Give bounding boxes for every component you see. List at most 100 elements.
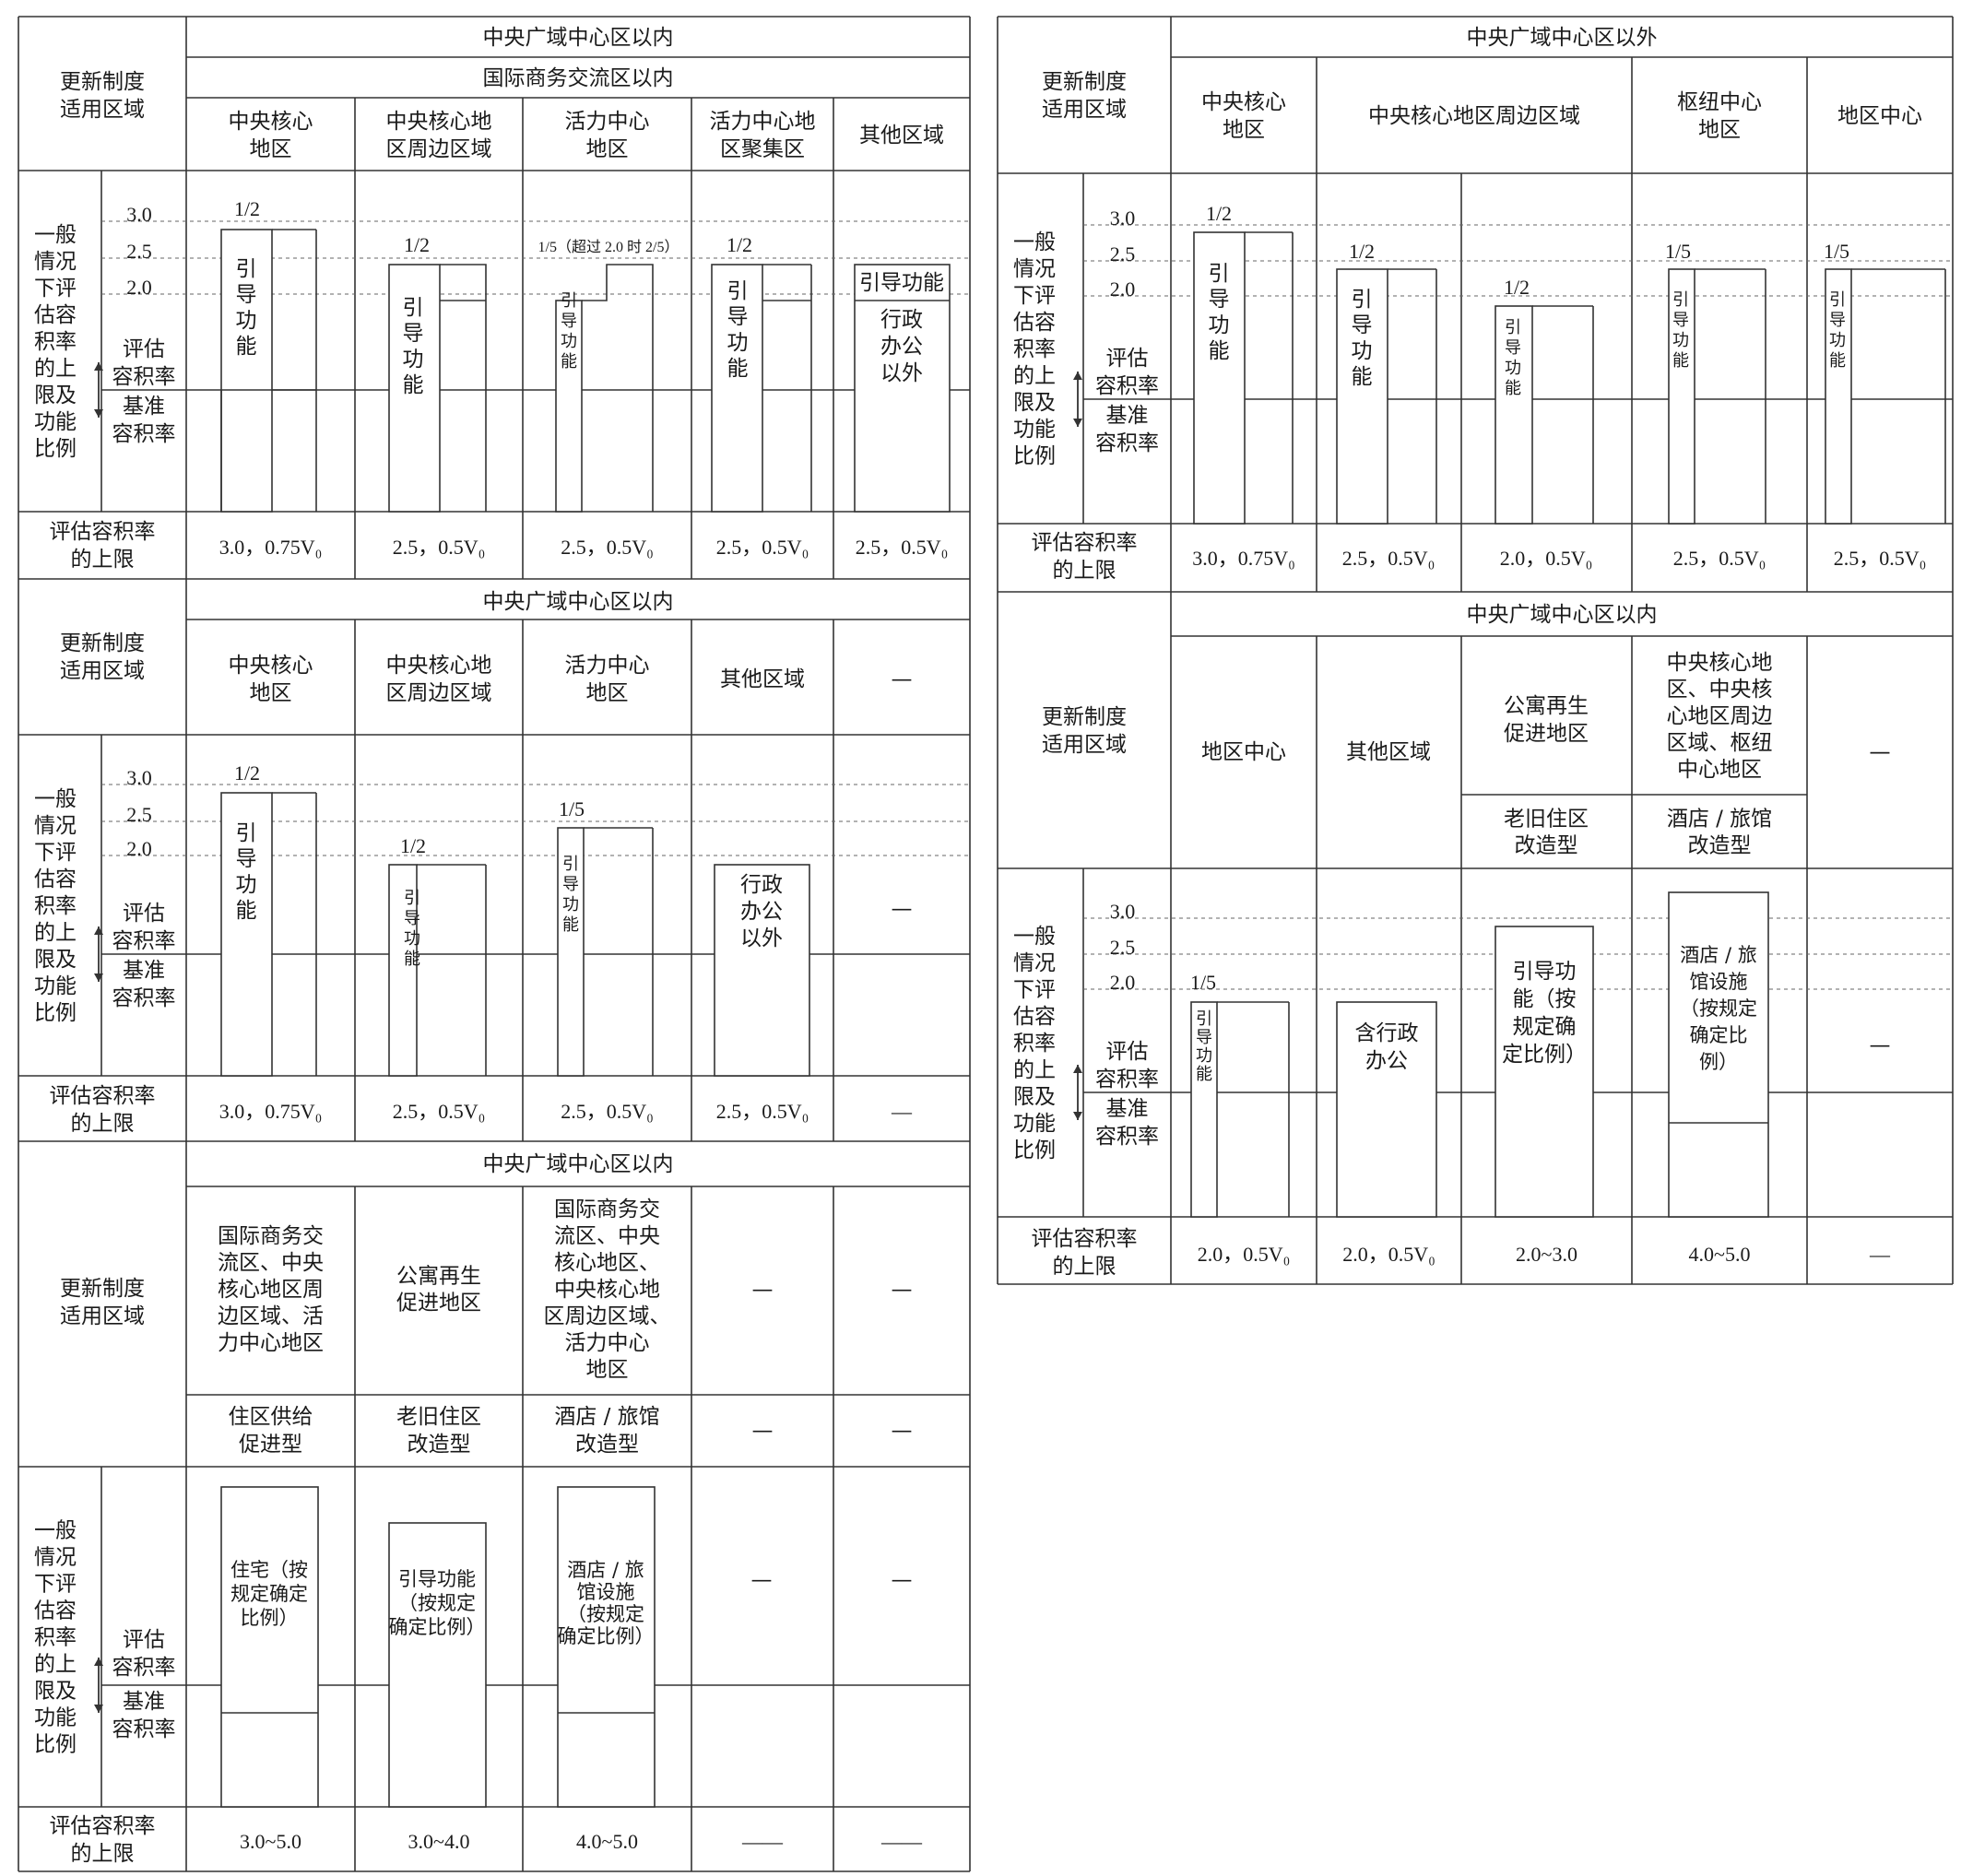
- limit-label: 评估容积率的上限: [50, 1814, 156, 1866]
- limit-value: 2.5，0.5V₀: [393, 1100, 486, 1123]
- ratio-label: 1/2: [400, 834, 426, 857]
- tick-label: 2.0: [1110, 277, 1136, 301]
- column-header: 公寓再生促进地区: [1504, 694, 1589, 746]
- arrow-head-icon: [1073, 419, 1082, 427]
- base-far-label: 基准容积率: [112, 395, 176, 446]
- function-bar: [1190, 1001, 1218, 1218]
- arrow-head-icon: [1073, 1112, 1082, 1120]
- column-header: 中央核心地区: [1201, 90, 1286, 142]
- column-header: —: [892, 667, 913, 691]
- bar-label: 引导功能: [1196, 1009, 1212, 1084]
- arrow-head-icon: [94, 1705, 103, 1713]
- function-bar: [711, 264, 763, 513]
- arrow-head-icon: [1073, 372, 1082, 380]
- limit-value: 2.5，0.5V₀: [716, 536, 809, 559]
- panel-header: 中央广域中心区以内: [483, 1152, 674, 1176]
- ratio-label: 1/5: [1665, 240, 1691, 263]
- grid-lines: [18, 16, 1954, 1872]
- type-header: 住区供给促进型: [229, 1405, 313, 1457]
- column-header: 中央核心地区周边区域: [386, 110, 492, 161]
- arrow-head-icon: [94, 1658, 103, 1666]
- bar-label: 引导功能: [562, 855, 579, 935]
- ratio-label: 1/5: [1824, 240, 1849, 263]
- function-bar: [1668, 268, 1695, 525]
- tick-label: 2.5: [1110, 242, 1136, 265]
- tick-label: 2.0: [126, 837, 152, 860]
- tick-label: 2.5: [1110, 936, 1136, 959]
- dash: —: [1870, 1033, 1891, 1057]
- limit-value: 2.5，0.5V₀: [1834, 547, 1927, 570]
- ratio-label: 1/2: [404, 233, 430, 256]
- limit-value: 3.0，0.75V₀: [219, 1100, 323, 1123]
- column-header: 中央核心地区: [229, 654, 313, 705]
- limit-value: 2.5，0.5V₀: [393, 536, 486, 559]
- limit-value: 2.5，0.5V₀: [561, 536, 654, 559]
- vertical-label: 一般情况下评估容积率的上限及功能比例: [1013, 230, 1056, 468]
- column-header: 活力中心地区聚集区: [710, 110, 816, 161]
- limit-value: 2.0，0.5V₀: [1342, 1243, 1435, 1266]
- ratio-label: 1/2: [1206, 202, 1232, 225]
- bar-label: 引导功能: [403, 296, 424, 397]
- dash: —: [892, 897, 913, 921]
- vertical-label: 一般情况下评估容积率的上限及功能比例: [34, 223, 77, 461]
- panel-header: 中央广域中心区以内: [1467, 603, 1658, 627]
- function-bar: [1825, 268, 1852, 525]
- type-header: 老旧住区改造型: [396, 1405, 481, 1457]
- row-header: 更新制度适用区域: [60, 70, 145, 122]
- column-header: 活力中心地区: [565, 654, 650, 705]
- column-header: 地区中心: [1201, 740, 1286, 764]
- bar-label: 引导功能: [859, 271, 944, 295]
- base-far-label: 基准容积率: [112, 959, 176, 1010]
- type-header: —: [892, 1419, 913, 1443]
- function-bar: [1336, 268, 1388, 525]
- function-bar: [557, 1486, 656, 1808]
- vertical-label: 一般情况下评估容积率的上限及功能比例: [34, 1519, 77, 1757]
- function-bar: [388, 864, 418, 1077]
- limit-label: 评估容积率的上限: [1032, 1227, 1138, 1279]
- base-far-label: 基准容积率: [1095, 404, 1159, 455]
- bar-label: 含行政办公: [1355, 1021, 1419, 1073]
- column-header: —: [892, 1278, 913, 1302]
- bar-label: 引导功能: [1209, 262, 1230, 363]
- ratio-label: 1/5（超过 2.0 时 2/5）: [538, 239, 679, 255]
- bar-label: 引导功能: [404, 889, 420, 969]
- type-header: 老旧住区改造型: [1504, 808, 1589, 858]
- column-header: 其他区域: [1346, 740, 1431, 764]
- arrow-head-icon: [94, 926, 103, 935]
- type-header: 酒店 / 旅馆改造型: [1667, 808, 1772, 858]
- row-header: 更新制度适用区域: [1042, 705, 1127, 757]
- bar-label: 行政办公以外: [740, 873, 783, 950]
- function-bar: [1668, 891, 1769, 1218]
- bar-label: 酒店 / 旅馆设施（按规定确定比例）: [558, 1559, 655, 1647]
- row-header: 更新制度适用区域: [1042, 70, 1127, 122]
- tick-label: 3.0: [126, 203, 152, 226]
- arrow-head-icon: [94, 409, 103, 418]
- limit-value: 2.5，0.5V₀: [856, 536, 949, 559]
- limit-value: —: [1869, 1243, 1891, 1266]
- function-bar: [714, 864, 810, 1077]
- tick-label: 3.0: [1110, 206, 1136, 230]
- function-bar: [854, 264, 951, 513]
- column-header: 中央核心地区周边区域: [386, 654, 492, 705]
- function-bar: [220, 229, 273, 513]
- panel-header: 中央广域中心区以内: [483, 26, 674, 50]
- panel-header: 中央广域中心区以外: [1467, 26, 1658, 50]
- column-header: —: [752, 1278, 774, 1302]
- vertical-label: 一般情况下评估容积率的上限及功能比例: [1013, 925, 1056, 1162]
- tick-label: 3.0: [126, 766, 152, 789]
- limit-value: 2.5，0.5V₀: [716, 1100, 809, 1123]
- arrow-head-icon: [1073, 1065, 1082, 1073]
- row-header: 更新制度适用区域: [60, 1277, 145, 1328]
- function-bar: [388, 1522, 487, 1808]
- tick-label: 2.0: [1110, 971, 1136, 994]
- bar-label: 引导功能: [1672, 290, 1689, 371]
- function-bar: [220, 1486, 319, 1808]
- limit-value: 3.0，0.75V₀: [219, 536, 323, 559]
- type-header: —: [752, 1419, 774, 1443]
- bar-label: 引导功能: [1352, 288, 1373, 389]
- bar-label: 引导功能: [1505, 318, 1521, 398]
- function-bar: [557, 827, 585, 1077]
- tick-label: 2.5: [126, 803, 152, 826]
- bar-label: 引导功能（按规定确定比例）: [389, 1568, 486, 1638]
- base-far-label: 基准容积率: [1095, 1097, 1159, 1149]
